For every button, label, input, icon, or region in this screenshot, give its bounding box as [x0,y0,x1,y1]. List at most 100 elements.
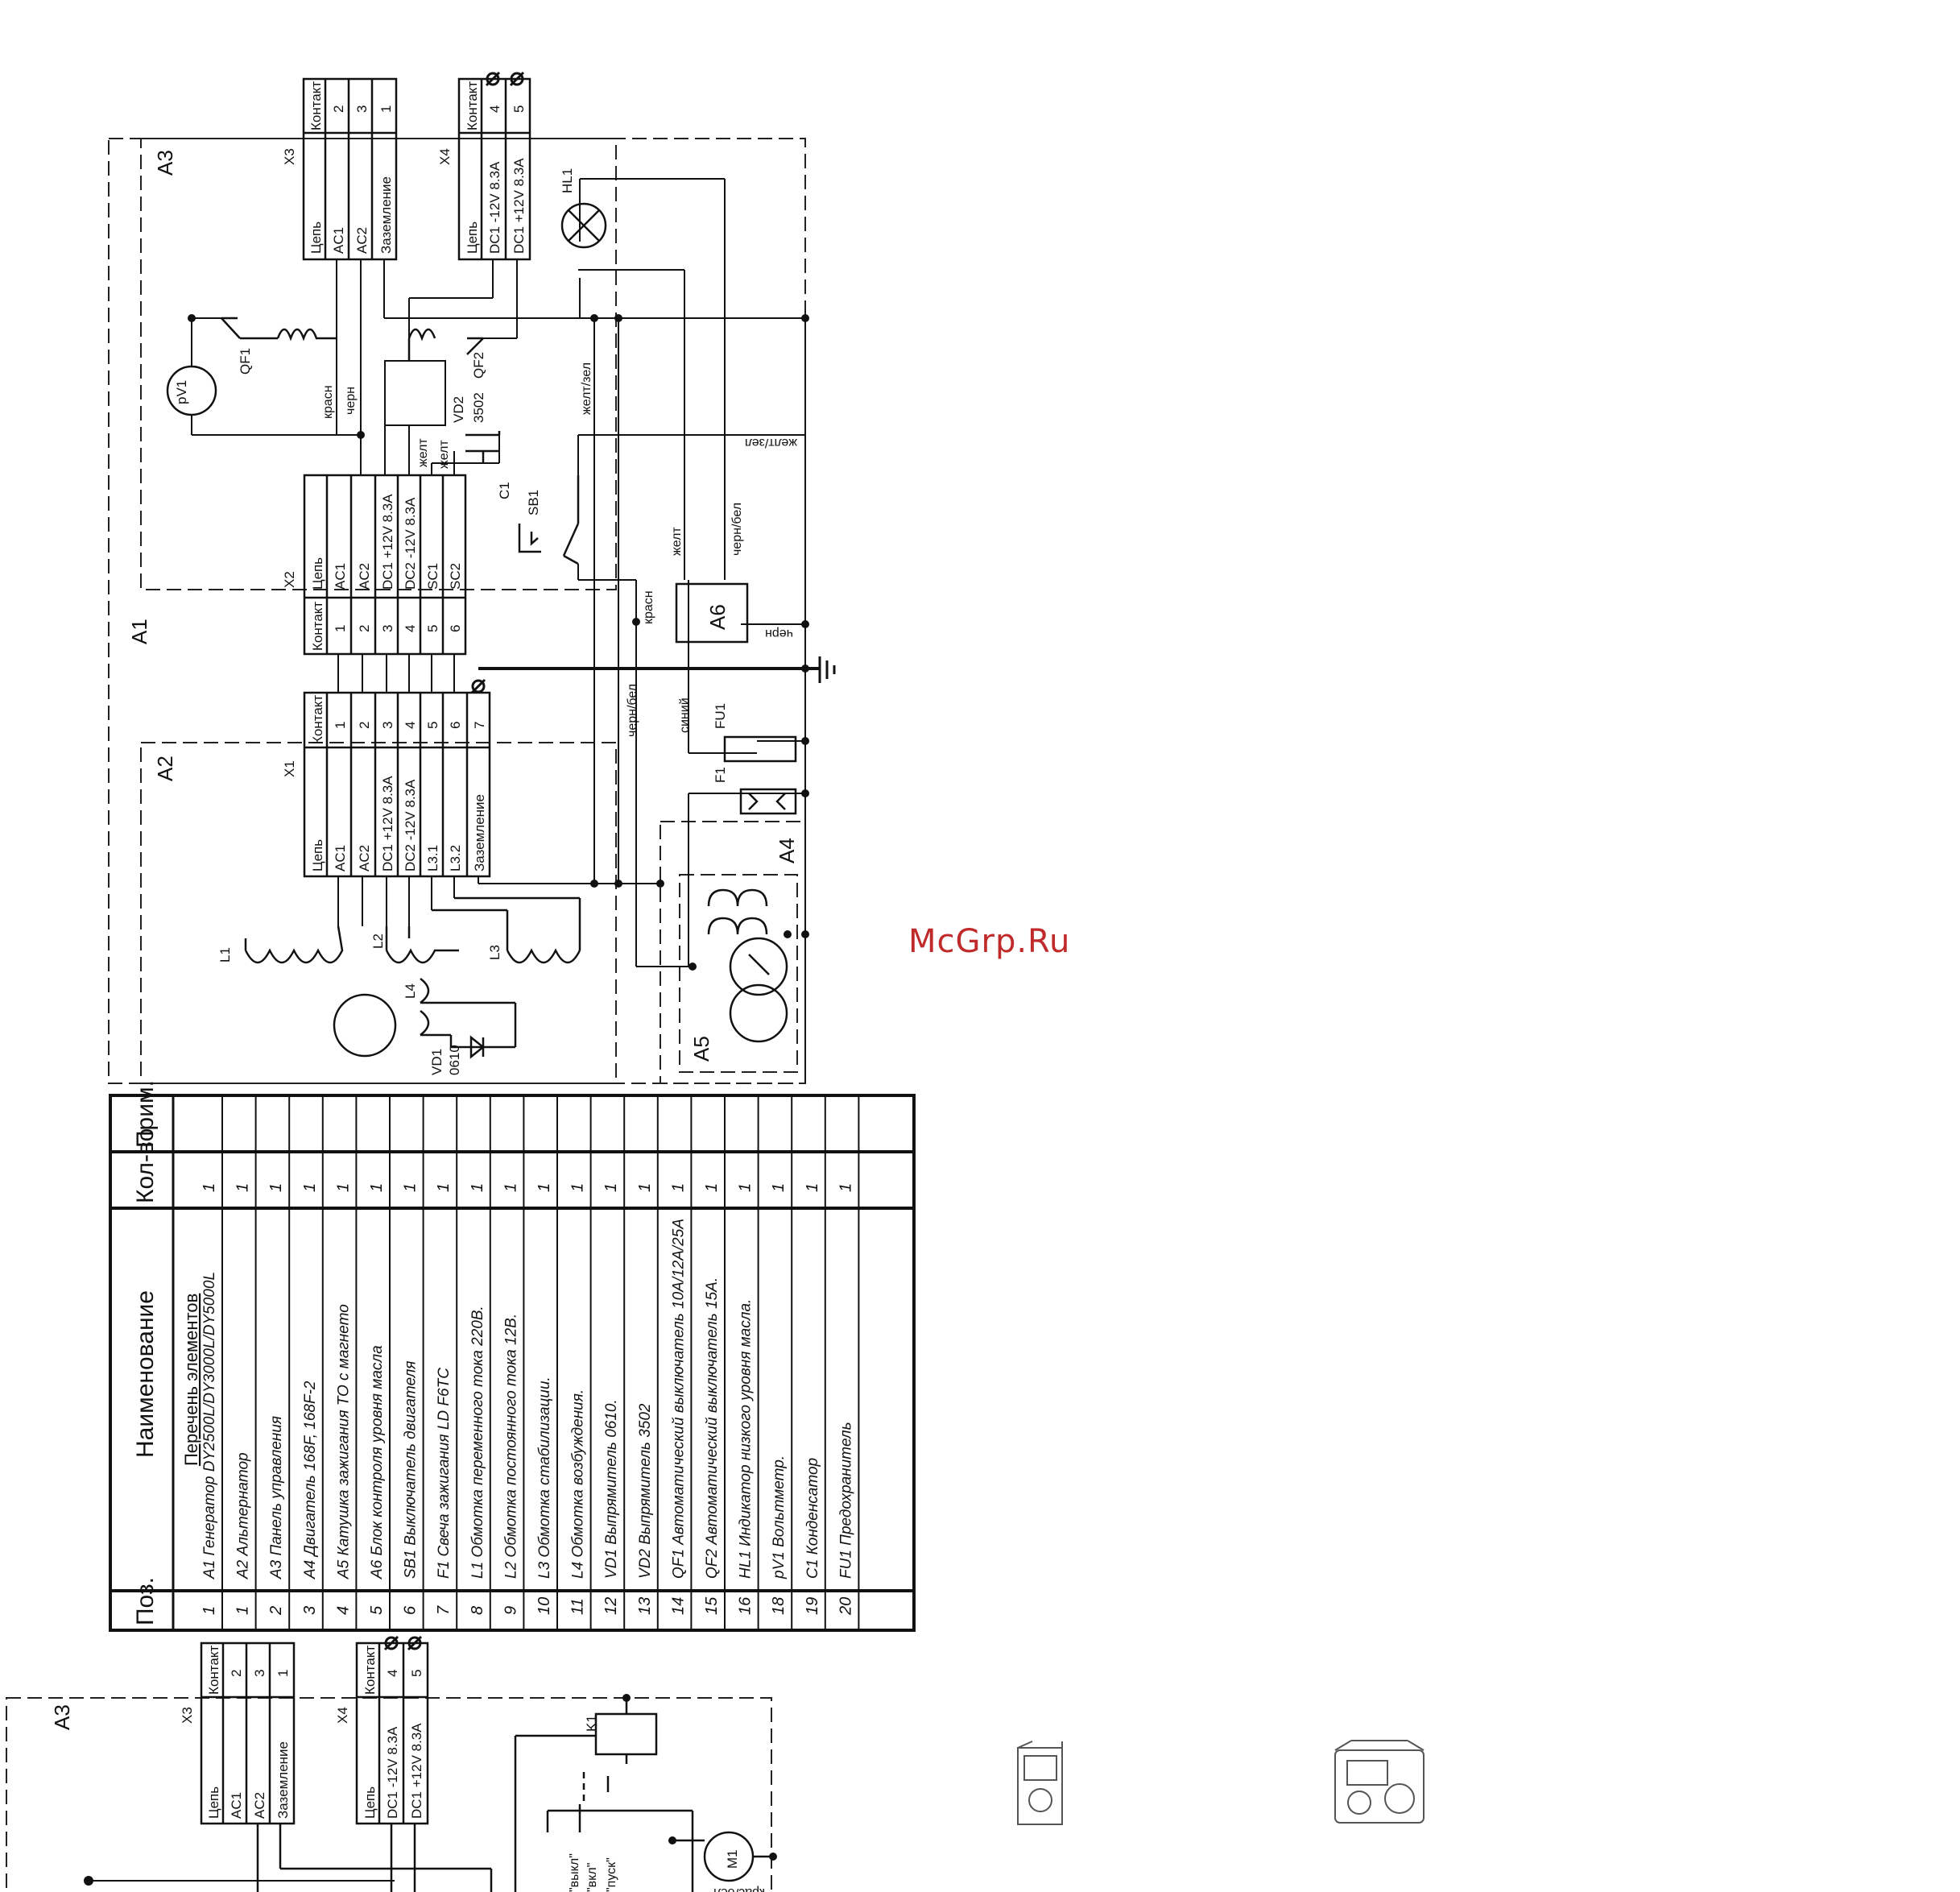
bom-row-pos: 8 [469,1606,486,1615]
bom-row-name: L3 Обмотка стабилизации. [536,1377,553,1579]
bom-row-pos: 6 [402,1605,420,1615]
qf2-label: QF2 [471,352,486,379]
l2-label: L2 [370,934,386,949]
bom-row-pos: 1 [234,1606,252,1615]
x3-name: X3 [282,148,297,165]
bom-head-pos: Поз. [132,1577,159,1625]
block-a4-label: A4 [775,838,799,863]
fu1-label: FU1 [713,703,728,729]
bom-row-lines [221,1095,860,1630]
lower-x4-null-marks [383,1635,423,1651]
capacitor-c1 [465,431,501,463]
bom-row-name: VD2 Выпрямитель 3502 [637,1403,654,1579]
vd1-type-label: 0610 [447,1045,462,1075]
bom-row-pos: 9 [502,1606,519,1615]
bom-row-pos: 5 [368,1605,386,1615]
bom-row-name: A1 Генератор DY2500L/DY3000L/DY5000L [201,1272,218,1579]
pv1-label: pV1 [174,380,189,404]
bom-row-pos: 19 [804,1597,821,1615]
x1-row3-contact: 3 [380,722,395,729]
x4-name: X4 [437,148,453,165]
ground-symbol [818,656,836,683]
x4-head-left: Цепь [465,221,480,254]
wire-zhelt-zel: желт/зел [580,362,593,415]
switch-sb1 [518,475,580,565]
x1-row2-contact: 2 [357,722,372,729]
x1-row2-circuit: AC2 [357,845,372,871]
bom-row-name: A5 Катушка зажигания ТО с магнето [335,1304,352,1579]
bom-row-qty: 1 [502,1183,519,1192]
bom-row-qty: 1 [234,1183,252,1192]
x1-head-left: Цепь [310,839,325,871]
wire-zhelt2: желт [437,440,451,469]
lower-x4-name: X4 [335,1707,350,1724]
connector-x1 [303,691,491,878]
wire-siniy: синий [678,698,692,733]
hl1-label: HL1 [560,168,575,193]
x4-null-marks [485,71,525,87]
oil-block-a6 [675,582,749,644]
lower-connector-x3 [200,1642,493,1892]
x3-row2-contact: 3 [354,106,370,113]
a6-label: A6 [705,604,730,630]
voltmeter-pv1 [166,365,217,416]
wire-chern-bel: черн/бел [730,503,744,556]
bom-row-pos: 3 [301,1606,319,1615]
bom-row-pos: 15 [703,1596,721,1615]
lower-x4-row1-circuit: DC1 -12V 8.3A [385,1726,400,1819]
f1-label: F1 [713,767,728,783]
x1-row4-contact: 4 [403,722,418,729]
block-a1-label: A1 [127,619,151,644]
x1-row6-contact: 6 [448,722,463,729]
block-a2-frame [140,742,617,1084]
x2-name: X2 [282,571,297,588]
bom-row-name: C1 Конденсатор [804,1458,821,1579]
x4-row1-circuit: DC1 -12V 8.3A [487,161,502,254]
lower-x3-row2-contact: 3 [252,1670,267,1677]
bom-row-pos: 16 [737,1596,755,1615]
sb1-label: SB1 [526,490,541,515]
wire-chern-a6: черн [765,627,793,640]
connector-x2 [303,474,467,656]
bom-row-qty: 1 [770,1183,788,1192]
block-a2-label: A2 [153,756,177,781]
block-a3-label: A3 [153,150,177,176]
lamp-hl1 [560,202,607,249]
bom-row-name: L4 Обмотка возбуждения. [570,1389,587,1579]
bom-row-pos: 1 [201,1606,218,1615]
bom-row-qty: 1 [703,1183,721,1192]
x1-row1-contact: 1 [333,722,348,729]
breaker-qf2 [407,328,484,361]
l3-label: L3 [487,945,502,960]
lower-x3-row1-circuit: AC1 [229,1792,244,1819]
bom-row-qty: 1 [435,1183,453,1192]
bom-row-name: L2 Обмотка постоянного тока 12В. [502,1314,519,1579]
bom-row-name: A2 Альтернатор [235,1452,252,1579]
bom-row-name: F1 Свеча зажигания LD F6TC [436,1368,453,1579]
bom-row-name: A6 Блок контроля уровня масла [369,1345,386,1579]
lower-x3-row2-circuit: AC2 [252,1792,267,1819]
block-a5-label: A5 [689,1036,713,1062]
winding-l1 [244,925,344,964]
bom-row-qty: 1 [368,1183,386,1192]
x4-row2-circuit: DC1 +12V 8.3A [511,158,527,254]
bom-row-qty: 1 [267,1183,285,1192]
bom-table-grid [109,1094,916,1632]
bom-row-pos: 4 [334,1606,352,1615]
rotor-l4 [333,978,517,1058]
x2-row2-circuit: AC2 [357,563,372,590]
bom-head-qty: Кол-во [132,1128,159,1203]
diode-vd1 [451,1035,515,1059]
wires [191,178,820,1083]
lower-left-wires [84,1876,395,1886]
bom-row-pos: 14 [669,1597,687,1615]
x2-row6-circuit: SC2 [448,563,463,590]
bom-row-qty: 1 [737,1183,755,1192]
x2-row5-circuit: SC1 [425,563,440,590]
x4-head-right: Контакт [465,81,480,130]
generator-thumbnail-2-icon [1334,1740,1425,1824]
x1-row1-circuit: AC1 [333,845,348,871]
x1-row3-circuit: DC1 +12V 8.3A [380,776,395,871]
bom-row-pos: 11 [569,1598,587,1615]
bom-row-name: A3 Панель управления [268,1416,285,1579]
